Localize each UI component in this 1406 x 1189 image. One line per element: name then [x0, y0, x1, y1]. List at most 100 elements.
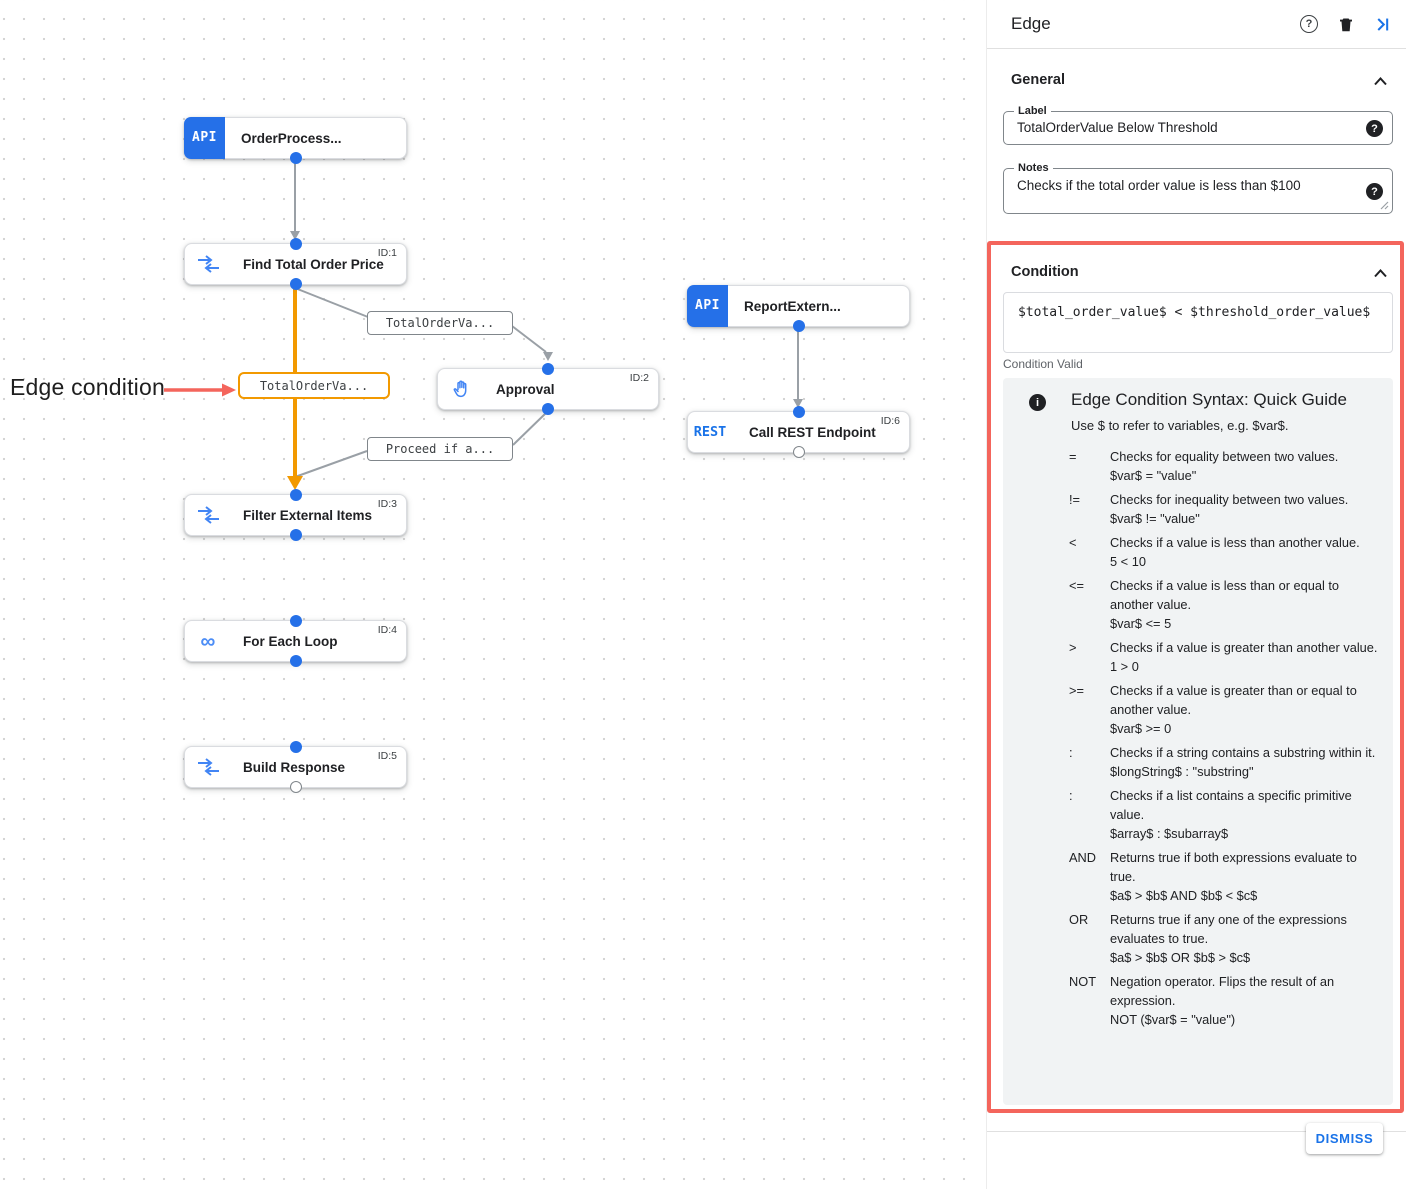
arrowhead-orange-icon [287, 476, 303, 490]
arrowhead-icon [543, 352, 553, 361]
guide-operator: <= [1069, 578, 1084, 593]
node-id-label: ID:6 [880, 415, 900, 427]
node-title: Filter External Items [243, 507, 373, 523]
guide-example: $array$ : $subarray$ [1110, 826, 1229, 841]
guide-description: Checks if a value is less than another v… [1110, 533, 1385, 571]
node-filter-external-items[interactable]: Filter External Items ID:3 [184, 489, 407, 541]
help-icon[interactable]: ? [1300, 15, 1318, 33]
divider [987, 48, 1406, 49]
guide-description: Checks if a list contains a specific pri… [1110, 786, 1385, 843]
guide-row: :Checks if a list contains a specific pr… [1069, 786, 1385, 843]
guide-row: = Checks for equality between two values.… [1069, 447, 1385, 485]
guide-operator: > [1069, 640, 1077, 655]
condition-valid-status: Condition Valid [1003, 357, 1083, 371]
guide-operator: < [1069, 535, 1077, 550]
api-icon: API [687, 284, 728, 327]
node-port[interactable] [792, 320, 805, 332]
guide-row: >Checks if a value is greater than anoth… [1069, 638, 1385, 676]
guide-description: Returns true if both expressions evaluat… [1110, 848, 1385, 905]
delete-icon[interactable] [1337, 15, 1355, 34]
node-port[interactable] [289, 781, 302, 793]
guide-description: Returns true if any one of the expressio… [1110, 910, 1385, 967]
node-id-label: ID:3 [377, 498, 397, 510]
node-id-label: ID:5 [377, 750, 397, 762]
guide-example: $a$ > $b$ AND $b$ < $c$ [1110, 888, 1258, 903]
guide-example: $var$ <= 5 [1110, 616, 1172, 631]
guide-row: AND Returns true if both expressions eval… [1069, 848, 1385, 905]
collapse-general-icon[interactable] [1373, 76, 1388, 86]
node-port[interactable] [289, 238, 302, 250]
guide-row: :Checks if a string contains a substring… [1069, 743, 1385, 781]
annotation-arrow-icon [164, 383, 236, 397]
node-title: Approval [496, 381, 555, 397]
node-port[interactable] [792, 446, 805, 458]
condition-section-heading: Condition [1011, 264, 1079, 280]
node-port[interactable] [289, 655, 302, 667]
guide-operator: = [1069, 449, 1077, 464]
node-port[interactable] [289, 278, 302, 290]
node-port[interactable] [289, 741, 302, 753]
edge-label-to-approval[interactable]: TotalOrderVa... [367, 311, 513, 335]
panel-title: Edge [1011, 14, 1051, 33]
collapse-condition-icon[interactable] [1373, 268, 1388, 278]
notes-field[interactable]: Notes Checks if the total order value is… [1003, 162, 1393, 214]
condition-expression: $total_order_value$ < $threshold_order_v… [1018, 305, 1371, 320]
panel-header: Edge ? [987, 0, 1406, 48]
mapping-icon [185, 506, 231, 524]
condition-input[interactable]: $total_order_value$ < $threshold_order_v… [1003, 292, 1393, 353]
node-port[interactable] [289, 529, 302, 541]
edge-findtotal-approval-b[interactable] [511, 325, 547, 353]
dismiss-button[interactable]: DISMISS [1306, 1123, 1383, 1154]
guide-subtitle: Use $ to refer to variables, e.g. $var$. [1071, 418, 1289, 433]
general-section-heading: General [1011, 72, 1065, 88]
edge-approval-merge-b[interactable] [294, 450, 368, 478]
guide-example: $var$ >= 0 [1110, 721, 1172, 736]
resize-handle-icon[interactable] [1380, 201, 1389, 210]
guide-operator: AND [1069, 850, 1097, 865]
edge-findtotal-approval-a[interactable] [294, 287, 369, 318]
notes-help-icon[interactable]: ? [1366, 183, 1383, 200]
notes-input[interactable]: Checks if the total order value is less … [1017, 178, 1357, 208]
edge-label-proceed[interactable]: Proceed if a... [367, 437, 513, 461]
condition-syntax-guide: i Edge Condition Syntax: Quick Guide Use… [1003, 378, 1393, 1105]
node-port[interactable] [289, 489, 302, 501]
node-port[interactable] [289, 152, 302, 164]
node-port[interactable] [542, 363, 554, 375]
guide-operator: != [1069, 492, 1081, 507]
edge-label-selected[interactable]: TotalOrderVa... [238, 372, 390, 399]
node-port[interactable] [542, 403, 554, 415]
guide-operator: : [1069, 745, 1073, 760]
label-help-icon[interactable]: ? [1366, 120, 1383, 137]
node-title: ReportExtern... [744, 298, 841, 314]
rest-icon: REST [693, 423, 727, 440]
node-id-label: ID:1 [377, 247, 397, 259]
guide-description: Checks for equality between two values.$… [1110, 447, 1385, 485]
mapping-icon [185, 758, 231, 776]
node-port[interactable] [289, 615, 302, 627]
guide-description: Negation operator. Flips the result of a… [1110, 972, 1385, 1029]
guide-description: Checks if a value is greater than or equ… [1110, 681, 1385, 738]
guide-example: $var$ != "value" [1110, 511, 1200, 526]
guide-example: $var$ = "value" [1110, 468, 1197, 483]
label-field-label: Label [1014, 105, 1051, 117]
annotation-edge-condition-label: Edge condition [10, 374, 165, 400]
collapse-panel-icon[interactable] [1374, 16, 1391, 33]
edge-approval-merge-a[interactable] [512, 411, 548, 446]
node-report-extern[interactable]: API ReportExtern... [687, 284, 910, 332]
info-icon: i [1029, 394, 1046, 411]
node-port[interactable] [792, 406, 805, 418]
node-title: For Each Loop [243, 633, 338, 649]
guide-row: <=Checks if a value is less than or equa… [1069, 576, 1385, 633]
label-field[interactable]: Label ? [1003, 105, 1393, 145]
label-input[interactable] [1017, 120, 1357, 135]
